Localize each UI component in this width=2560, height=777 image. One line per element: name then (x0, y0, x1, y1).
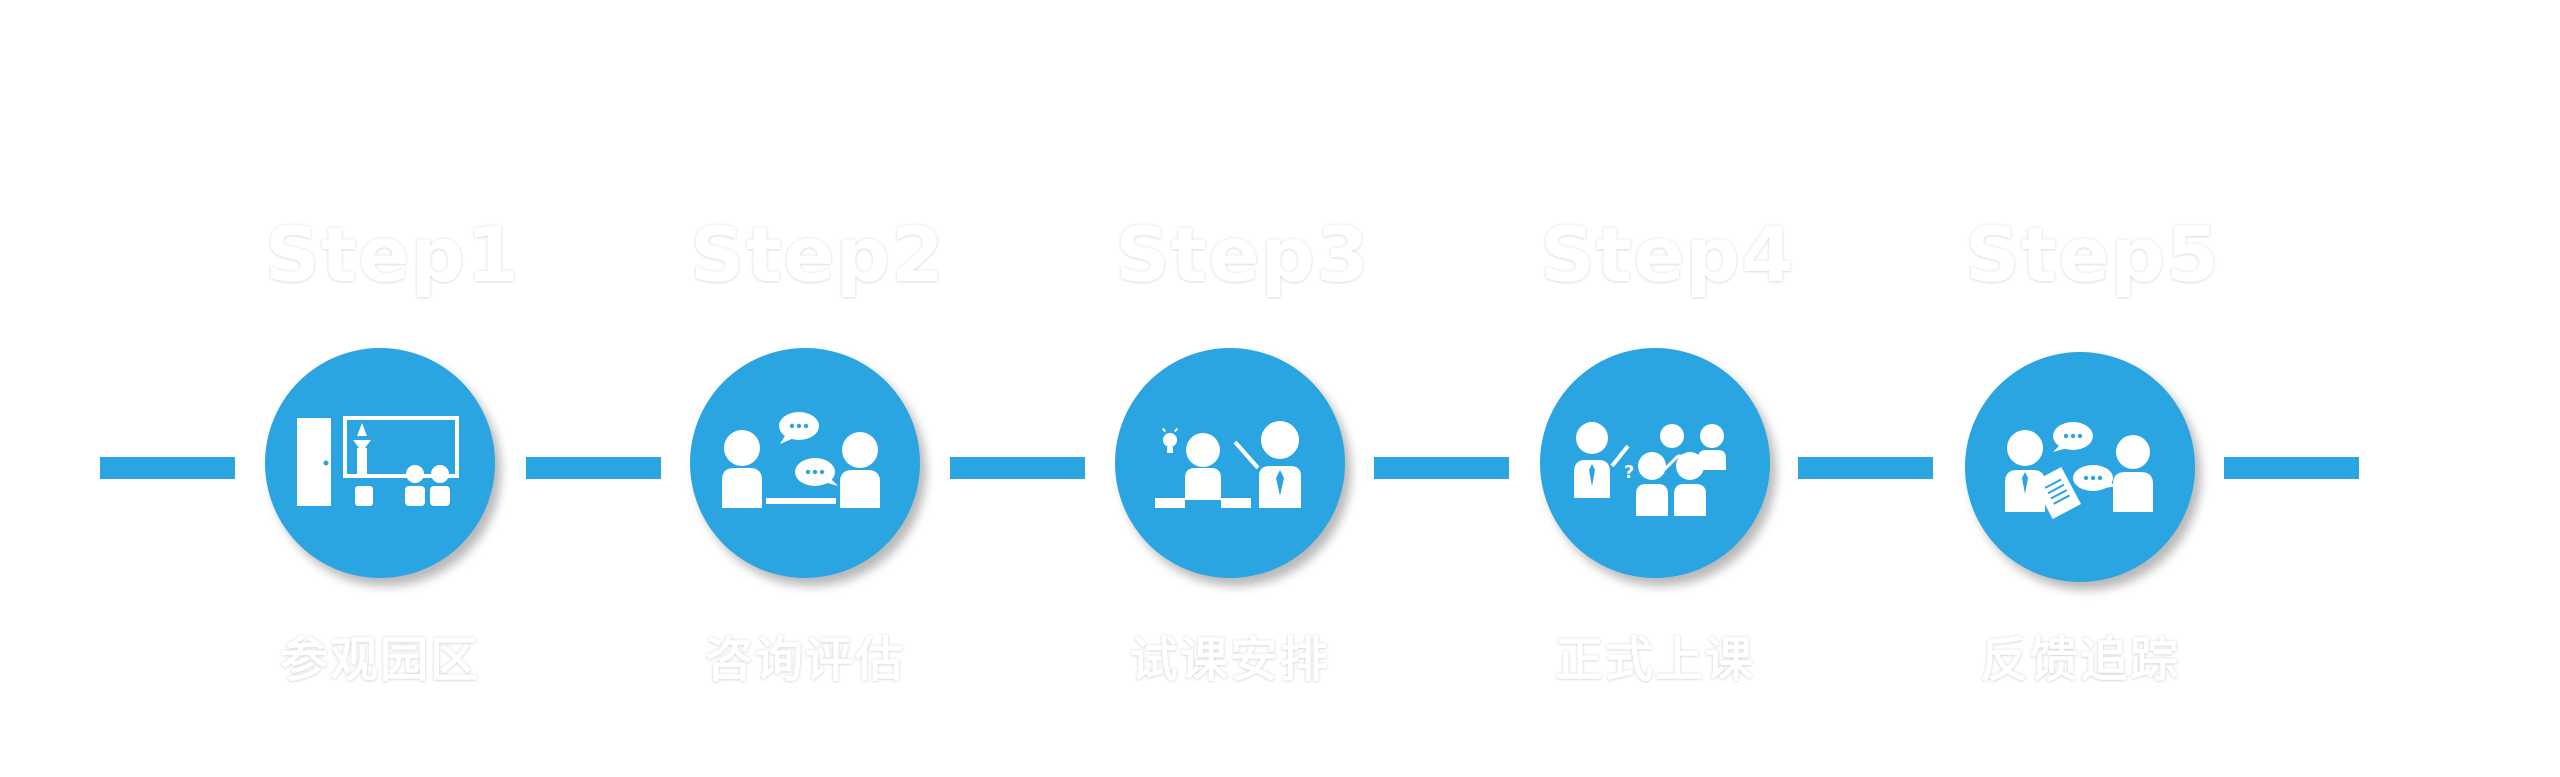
connector-line (526, 457, 661, 479)
step-label: 咨询评估 (704, 632, 905, 688)
consultation-icon (690, 348, 920, 578)
step-1-node (265, 348, 495, 578)
connector-line (2224, 457, 2359, 479)
step-label: 反馈追踪 (1979, 632, 2180, 688)
connector-line (1798, 457, 1933, 479)
step-label: 试课安排 (1129, 632, 1330, 688)
step-2-node (690, 348, 920, 578)
step-title: Step4 (1540, 210, 1795, 299)
step-4-node: ? (1540, 348, 1770, 578)
step-title: Step3 (1115, 210, 1370, 299)
connector-line (950, 457, 1085, 479)
step-5-node (1965, 352, 2195, 582)
classroom-visit-icon (265, 348, 495, 578)
connector-line (1374, 457, 1509, 479)
trial-class-icon (1115, 348, 1345, 578)
step-label: 参观园区 (279, 632, 480, 688)
step-title: Step5 (1965, 210, 2220, 299)
step-label: 正式上课 (1554, 632, 1755, 688)
svg-text:?: ? (1624, 462, 1634, 483)
step-title: Step1 (265, 210, 520, 299)
step-3-node (1115, 348, 1345, 578)
connector-line (100, 457, 235, 479)
formal-class-icon: ? (1540, 348, 1770, 578)
step-title: Step2 (690, 210, 945, 299)
feedback-tracking-icon (1965, 352, 2195, 582)
